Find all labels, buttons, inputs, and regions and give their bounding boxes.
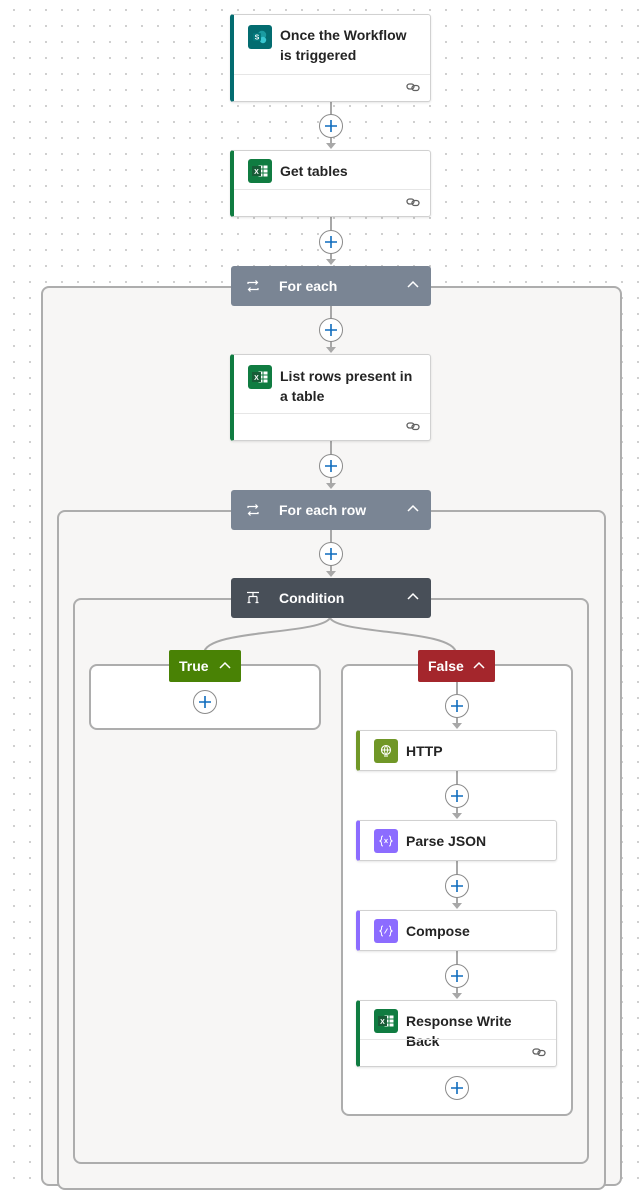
compose-card[interactable]: Compose <box>356 910 557 951</box>
true-branch-tag[interactable]: True <box>169 650 241 682</box>
sharepoint-icon: S <box>248 25 272 49</box>
branch-connectors <box>203 617 457 654</box>
svg-text:S: S <box>255 35 260 42</box>
condition-header[interactable]: Condition <box>231 578 431 618</box>
loop-icon <box>245 502 261 518</box>
chevron-up-icon[interactable] <box>217 658 233 674</box>
response-write-back-title: Response Write Back <box>406 1013 512 1049</box>
parse-json-title: Parse JSON <box>406 833 487 849</box>
add-step-button[interactable] <box>445 964 469 988</box>
data-operation-icon <box>374 919 398 943</box>
add-step-button[interactable] <box>193 690 217 714</box>
add-step-button[interactable] <box>445 784 469 808</box>
condition-title: Condition <box>279 590 345 606</box>
excel-icon: X <box>248 365 272 389</box>
link-icon[interactable] <box>406 195 420 213</box>
chevron-up-icon[interactable] <box>405 277 421 293</box>
svg-text:X: X <box>254 375 259 382</box>
get-tables-title: Get tables <box>280 163 348 179</box>
list-rows-title: List rows present in a table <box>280 368 413 404</box>
svg-text:X: X <box>380 1019 385 1026</box>
link-icon[interactable] <box>406 419 420 437</box>
excel-icon: X <box>374 1009 398 1033</box>
add-step-button[interactable] <box>319 230 343 254</box>
link-icon[interactable] <box>532 1045 546 1063</box>
true-branch-label: True <box>179 658 209 674</box>
trigger-title: Once the Workflow is triggered <box>280 27 407 63</box>
chevron-up-icon[interactable] <box>405 501 421 517</box>
get-tables-card[interactable]: X Get tables <box>230 150 431 217</box>
add-step-button[interactable] <box>319 114 343 138</box>
for-each-title: For each <box>279 278 338 294</box>
http-title: HTTP <box>406 743 443 759</box>
for-each-header[interactable]: For each <box>231 266 431 306</box>
link-icon[interactable] <box>406 80 420 98</box>
excel-icon: X <box>248 159 272 183</box>
loop-icon <box>245 278 261 294</box>
data-operation-icon <box>374 829 398 853</box>
compose-title: Compose <box>406 923 470 939</box>
for-each-row-header[interactable]: For each row <box>231 490 431 530</box>
parse-json-card[interactable]: Parse JSON <box>356 820 557 861</box>
false-branch-label: False <box>428 658 464 674</box>
globe-icon <box>374 739 398 763</box>
http-card[interactable]: HTTP <box>356 730 557 771</box>
add-step-button[interactable] <box>445 1076 469 1100</box>
for-each-row-title: For each row <box>279 502 367 518</box>
add-step-button[interactable] <box>445 694 469 718</box>
chevron-up-icon[interactable] <box>405 589 421 605</box>
add-step-button[interactable] <box>319 542 343 566</box>
add-step-button[interactable] <box>319 318 343 342</box>
response-write-back-card[interactable]: X Response Write Back <box>356 1000 557 1067</box>
svg-text:X: X <box>254 169 259 176</box>
trigger-card[interactable]: S Once the Workflow is triggered <box>230 14 431 102</box>
add-step-button[interactable] <box>445 874 469 898</box>
chevron-up-icon[interactable] <box>471 658 487 674</box>
add-step-button[interactable] <box>319 454 343 478</box>
list-rows-card[interactable]: X List rows present in a table <box>230 354 431 441</box>
false-branch-tag[interactable]: False <box>418 650 495 682</box>
condition-icon <box>245 590 261 606</box>
